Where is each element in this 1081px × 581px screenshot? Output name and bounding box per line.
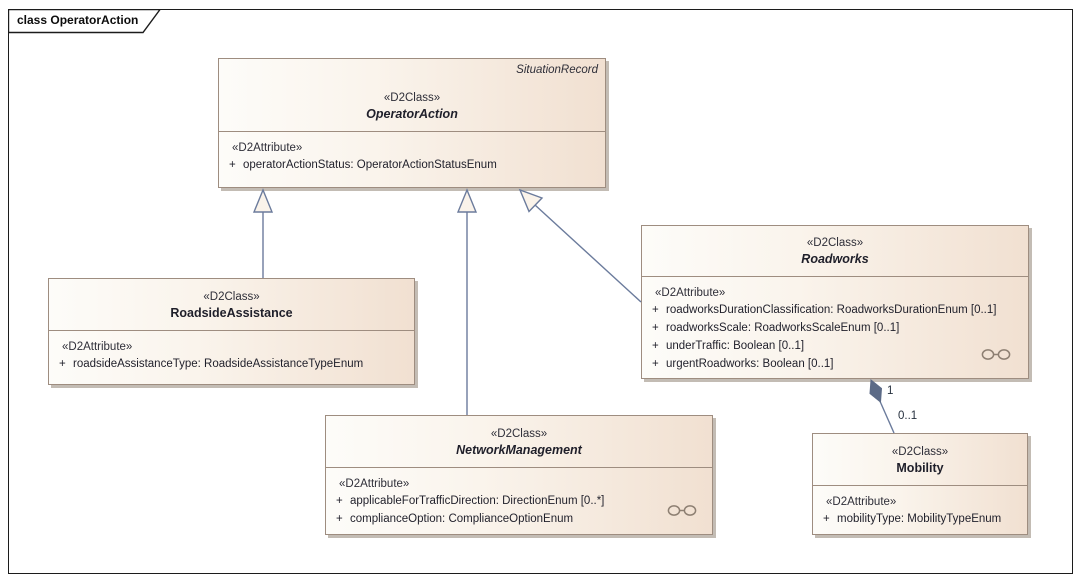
- class-box-roadsideassistance[interactable]: «D2Class» RoadsideAssistance «D2Attribut…: [48, 278, 415, 385]
- visibility: +: [652, 304, 659, 316]
- attribute-row: + roadworksDurationClassification: Roadwo…: [642, 301, 1028, 319]
- mobility-header: «D2Class» Mobility: [813, 434, 1027, 486]
- parent-annotation: SituationRecord: [516, 64, 598, 76]
- attribute-text: operatorActionStatus: OperatorActionStat…: [243, 159, 497, 171]
- frame-title: class OperatorAction: [17, 13, 139, 27]
- visibility: +: [652, 358, 659, 370]
- stereotype: «D2Class»: [383, 92, 441, 104]
- attribute-stereotype: «D2Attribute»: [655, 287, 726, 299]
- attribute-text: mobilityType: MobilityTypeEnum: [837, 513, 1002, 525]
- class-name: Roadworks: [801, 252, 869, 266]
- diagram-frame: [8, 9, 1073, 574]
- stereotype: «D2Class»: [490, 428, 548, 440]
- attribute-stereotype: «D2Attribute»: [62, 341, 133, 353]
- attribute-stereotype: «D2Attribute»: [826, 496, 897, 508]
- attribute-row: + roadworksScale: RoadworksScaleEnum [0..…: [642, 319, 1028, 337]
- visibility: +: [336, 495, 343, 507]
- stereotype: «D2Class»: [806, 237, 864, 249]
- attribute-row: + operatorActionStatus: OperatorActionSta…: [219, 156, 605, 174]
- roadsideassistance-attributes: «D2Attribute» + roadsideAssistanceType: R…: [49, 331, 414, 373]
- frame-tab: [8, 9, 162, 34]
- roadsideassistance-header: «D2Class» RoadsideAssistance: [49, 279, 414, 331]
- class-box-networkmanagement[interactable]: «D2Class» NetworkManagement «D2Attribute…: [325, 415, 713, 535]
- attribute-row: + complianceOption: ComplianceOptionEnum: [326, 510, 712, 528]
- attribute-text: roadworksDurationClassification: Roadwor…: [666, 304, 997, 316]
- attribute-row: + underTraffic: Boolean [0..1]: [642, 337, 1028, 355]
- class-name: OperatorAction: [366, 107, 458, 121]
- more-features-icon: [667, 505, 697, 516]
- visibility: +: [652, 322, 659, 334]
- class-name: Mobility: [896, 461, 944, 475]
- visibility: +: [823, 513, 830, 525]
- class-name: NetworkManagement: [456, 443, 582, 457]
- attribute-row: + mobilityType: MobilityTypeEnum: [813, 510, 1027, 528]
- visibility: +: [59, 358, 66, 370]
- attribute-stereotype: «D2Attribute»: [232, 142, 303, 154]
- attribute-text: roadsideAssistanceType: RoadsideAssistan…: [73, 358, 364, 370]
- operatoraction-attributes: «D2Attribute» + operatorActionStatus: Ope…: [219, 132, 605, 174]
- visibility: +: [336, 513, 343, 525]
- stereotype: «D2Class»: [203, 291, 260, 303]
- class-box-roadworks[interactable]: «D2Class» Roadworks «D2Attribute» + roadw…: [641, 225, 1029, 379]
- attribute-row: + roadsideAssistanceType: RoadsideAssista…: [49, 355, 414, 373]
- visibility: +: [229, 159, 236, 171]
- attribute-row: + applicableForTrafficDirection: Directio…: [326, 492, 712, 510]
- class-name: RoadsideAssistance: [170, 306, 293, 320]
- attribute-text: underTraffic: Boolean [0..1]: [666, 340, 805, 352]
- attribute-text: urgentRoadworks: Boolean [0..1]: [666, 358, 834, 370]
- attribute-text: applicableForTrafficDirection: Direction…: [350, 495, 605, 507]
- roadworks-attributes: «D2Attribute» + roadworksDurationClassifi…: [642, 277, 1028, 373]
- class-box-operatoraction[interactable]: SituationRecord «D2Class» OperatorAction…: [218, 58, 606, 188]
- operatoraction-header: SituationRecord «D2Class» OperatorAction: [219, 59, 605, 132]
- composition-target-multiplicity: 0..1: [898, 410, 918, 422]
- composition-source-multiplicity: 1: [887, 385, 894, 397]
- stereotype: «D2Class»: [891, 446, 949, 458]
- networkmanagement-header: «D2Class» NetworkManagement: [326, 416, 712, 468]
- networkmanagement-attributes: «D2Attribute» + applicableForTrafficDirec…: [326, 468, 712, 528]
- attribute-row: + urgentRoadworks: Boolean [0..1]: [642, 355, 1028, 373]
- attribute-text: roadworksScale: RoadworksScaleEnum [0..1…: [666, 322, 900, 334]
- roadworks-header: «D2Class» Roadworks: [642, 226, 1028, 277]
- visibility: +: [652, 340, 659, 352]
- class-box-mobility[interactable]: «D2Class» Mobility «D2Attribute» + mobili…: [812, 433, 1028, 535]
- attribute-stereotype: «D2Attribute»: [339, 478, 410, 490]
- more-features-icon: [981, 349, 1011, 360]
- mobility-attributes: «D2Attribute» + mobilityType: MobilityTyp…: [813, 486, 1027, 528]
- attribute-text: complianceOption: ComplianceOptionEnum: [350, 513, 574, 525]
